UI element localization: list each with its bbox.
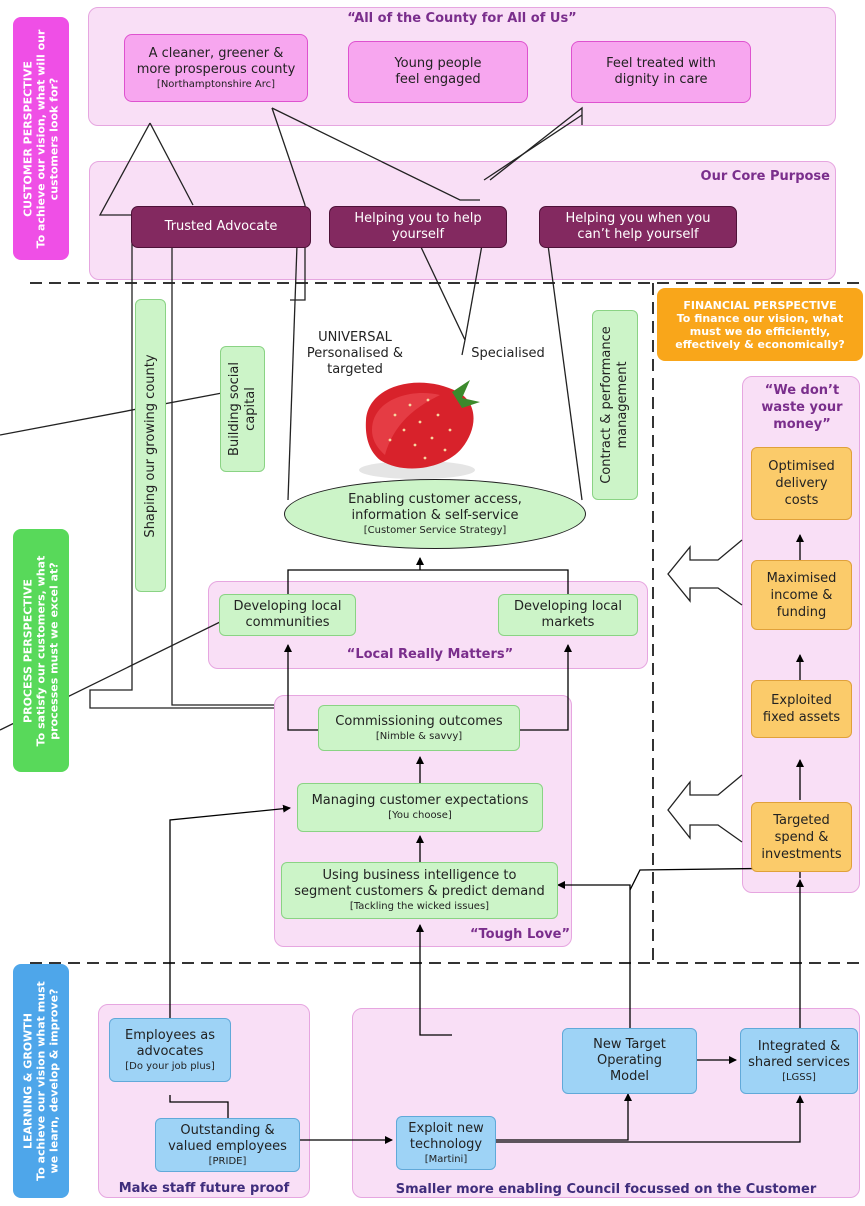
enabling-customer-access: Enabling customer access, information & … <box>284 479 586 549</box>
learning-growth-label: LEARNING & GROWTH To achieve our vision … <box>13 964 69 1198</box>
employees-as-advocates: Employees as advocates [Do your job plus… <box>109 1018 231 1082</box>
goal-cleaner-greener: A cleaner, greener & more prosperous cou… <box>124 34 308 102</box>
goal-dignity-care: Feel treated with dignity in care <box>571 41 751 103</box>
business-intelligence: Using business intelligence to segment c… <box>281 862 558 919</box>
building-social-capital: Building social capital <box>220 346 265 472</box>
managing-customer-expectations: Managing customer expectations [You choo… <box>297 783 543 832</box>
exploited-fixed-assets: Exploited fixed assets <box>751 680 852 738</box>
customer-perspective-label: CUSTOMER PERSPECTIVE To achieve our visi… <box>13 17 69 260</box>
targeted-spend-investments: Targeted spend & investments <box>751 802 852 872</box>
optimised-delivery-costs: Optimised delivery costs <box>751 447 852 520</box>
financial-perspective-label: FINANCIAL PERSPECTIVE To finance our vis… <box>657 288 863 361</box>
vision-title: “All of the County for All of Us” <box>347 11 577 26</box>
universal-label: UNIVERSAL Personalised & targeted <box>306 330 404 377</box>
developing-local-markets: Developing local markets <box>498 594 638 636</box>
exploit-new-technology: Exploit new technology [Martini] <box>396 1116 496 1170</box>
contract-performance-management: Contract & performance management <box>592 310 638 500</box>
core-purpose-title: Our Core Purpose <box>700 169 830 184</box>
local-really-matters-title: “Local Really Matters” <box>346 647 514 662</box>
strawberry-image <box>359 380 480 479</box>
maximised-income-funding: Maximised income & funding <box>751 560 852 630</box>
commissioning-outcomes: Commissioning outcomes [Nimble & savvy] <box>318 705 520 751</box>
integrated-shared-services: Integrated & shared services [LGSS] <box>740 1028 858 1094</box>
trusted-advocate: Trusted Advocate <box>131 206 311 248</box>
developing-local-communities: Developing local communities <box>219 594 356 636</box>
new-target-operating-model: New Target Operating Model <box>562 1028 697 1094</box>
dont-waste-money-title: “We don’t waste your money” <box>761 383 843 432</box>
process-perspective-label: PROCESS PERSPECTIVE To satisfy our custo… <box>13 529 69 772</box>
goal-young-people: Young people feel engaged <box>348 41 528 103</box>
tough-love-title: “Tough Love” <box>469 927 570 942</box>
helping-you-when-cant: Helping you when you can’t help yourself <box>539 206 737 248</box>
helping-you-help-yourself: Helping you to help yourself <box>329 206 507 248</box>
smaller-enabling-council-title: Smaller more enabling Council focussed o… <box>395 1182 817 1197</box>
specialised-label: Specialised <box>471 346 545 361</box>
shaping-growing-county: Shaping our growing county <box>135 299 166 592</box>
make-staff-future-proof-title: Make staff future proof <box>118 1181 290 1196</box>
outstanding-valued-employees: Outstanding & valued employees [PRIDE] <box>155 1118 300 1172</box>
